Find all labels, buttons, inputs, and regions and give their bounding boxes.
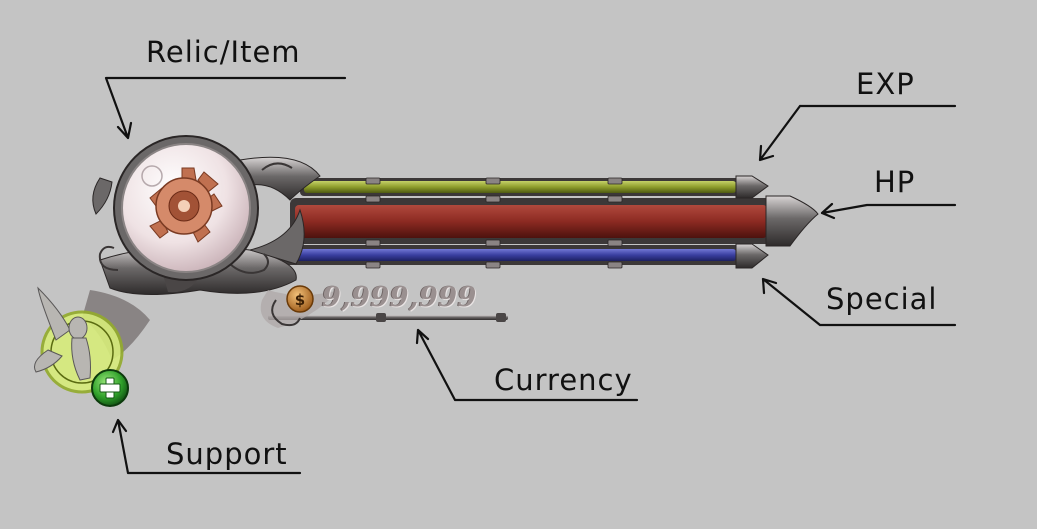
hp-label: HP	[874, 165, 916, 199]
plus-icon	[99, 377, 121, 399]
special-label: Special	[826, 282, 938, 316]
bars-frame	[282, 175, 819, 269]
support-add-badge[interactable]	[91, 369, 129, 407]
exp-bar	[304, 181, 736, 193]
relic-slot[interactable]	[113, 135, 259, 281]
callout-lines	[104, 76, 957, 475]
gear-cog-icon	[149, 167, 223, 243]
coin-icon: $	[286, 285, 314, 313]
currency-amount: 9,999,999	[322, 282, 477, 313]
svg-text:$: $	[295, 291, 305, 309]
fairy-icon	[34, 286, 91, 381]
relic-item-label: Relic/Item	[146, 35, 301, 69]
relic-callout-line	[104, 76, 347, 140]
currency-label: Currency	[494, 363, 633, 397]
support-label: Support	[166, 437, 288, 471]
special-bar	[286, 249, 736, 261]
currency-callout-line	[415, 328, 639, 402]
support-slot[interactable]	[34, 286, 129, 407]
currency-rod	[268, 313, 508, 322]
support-callout-line	[111, 418, 302, 475]
exp-label: EXP	[856, 67, 915, 101]
hp-bar	[295, 205, 767, 238]
hp-callout-line	[820, 202, 957, 220]
bar-end-caps	[735, 175, 819, 269]
special-callout-line	[761, 277, 957, 327]
exp-callout-line	[758, 104, 957, 162]
